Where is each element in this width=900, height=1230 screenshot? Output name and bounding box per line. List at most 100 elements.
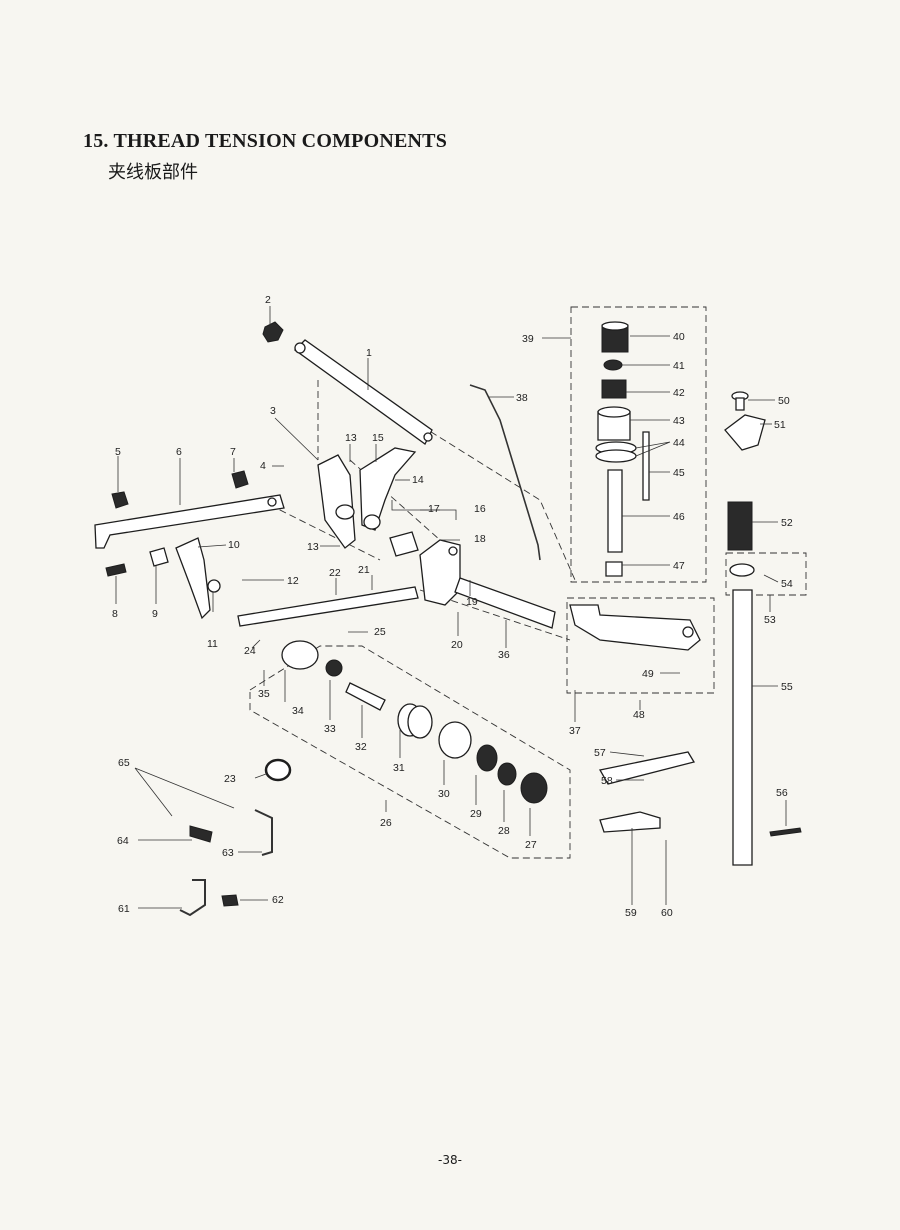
part-47-nut	[605, 561, 623, 577]
part-label: 38	[516, 392, 528, 404]
part-61-wire	[179, 879, 206, 917]
part-1-link	[294, 339, 433, 445]
part-16-block	[389, 531, 419, 557]
part-label: 11	[207, 638, 218, 650]
part-42-spring	[601, 379, 627, 399]
part-label: 65	[118, 757, 130, 769]
part-label: 56	[776, 787, 788, 799]
part-23-ring	[264, 758, 292, 782]
part-label: 35	[258, 688, 270, 700]
part-label: 19	[466, 596, 478, 608]
part-2-nut	[262, 321, 284, 343]
part-51-bracket	[724, 414, 766, 451]
part-label: 31	[393, 762, 405, 774]
part-label: 18	[474, 533, 486, 545]
part-label: 8	[112, 608, 118, 620]
part-6-bar	[94, 494, 285, 549]
part-label: 57	[594, 747, 606, 759]
part-label: 14	[412, 474, 424, 486]
part-label: 3	[270, 405, 276, 417]
part-41-nut	[603, 359, 623, 371]
part-label: 1	[366, 347, 372, 359]
part-label: 48	[633, 709, 645, 721]
part-22-shaft	[237, 586, 419, 627]
part-63-wire	[254, 809, 273, 856]
part-11-washer	[207, 579, 221, 593]
part-label: 53	[764, 614, 776, 626]
part-label: 25	[374, 626, 386, 638]
part-9-collar	[149, 547, 169, 567]
part-label: 16	[474, 503, 486, 515]
part-29-spring	[476, 744, 498, 772]
page-title: 15. THREAD TENSION COMPONENTS	[83, 130, 448, 152]
part-44-discs	[595, 441, 637, 463]
part-label: 43	[673, 415, 685, 427]
part-5-screw	[111, 491, 129, 509]
part-label: 45	[673, 467, 685, 479]
part-label: 37	[569, 725, 581, 737]
part-18-bracket	[419, 539, 461, 606]
part-label: 2	[265, 294, 271, 306]
part-45-pin	[642, 431, 650, 501]
part-58-lever	[598, 751, 696, 785]
part-label: 10	[228, 539, 240, 551]
part-label: 20	[451, 639, 463, 651]
part-7-screw	[231, 470, 249, 489]
part-label: 41	[673, 360, 685, 372]
part-label: 36	[498, 649, 510, 661]
part-36-arm	[454, 577, 556, 629]
part-label: 33	[324, 723, 336, 735]
part-number-labels: 1 2 3 4 5 6 7 8 9 10 11 12 13 13 14 15 1…	[112, 294, 793, 919]
part-label: 52	[781, 517, 793, 529]
part-label: 61	[118, 903, 130, 915]
part-label: 13	[345, 432, 357, 444]
part-59-plate	[599, 811, 661, 833]
part-label: 22	[329, 567, 341, 579]
part-14-lever	[359, 447, 417, 531]
part-label: 60	[661, 907, 673, 919]
part-label: 17	[428, 503, 440, 515]
part-31-discs	[397, 703, 433, 739]
part-label: 50	[778, 395, 790, 407]
part-label: 39	[522, 333, 534, 345]
part-48-arm	[569, 604, 701, 651]
part-label: 44	[673, 437, 685, 449]
part-34-sleeve	[281, 640, 319, 670]
part-label: 64	[117, 835, 129, 847]
part-8-spring	[105, 563, 127, 577]
leader-lines	[115, 306, 787, 909]
part-43-cup	[597, 406, 631, 441]
part-40-cap	[601, 321, 629, 353]
part-27-knob	[520, 772, 548, 804]
part-64-screw	[189, 825, 213, 843]
part-label: 7	[230, 446, 236, 458]
part-label: 27	[525, 839, 537, 851]
part-label: 26	[380, 817, 392, 829]
part-label: 4	[260, 460, 266, 472]
part-label: 28	[498, 825, 510, 837]
part-53-collar	[729, 563, 755, 577]
part-30-cup	[438, 721, 472, 759]
part-label: 23	[224, 773, 236, 785]
part-label: 47	[673, 560, 685, 572]
part-label: 51	[774, 419, 786, 431]
part-label: 13	[307, 541, 319, 553]
part-label: 55	[781, 681, 793, 693]
part-label: 40	[673, 331, 685, 343]
part-10-plate	[175, 537, 211, 620]
part-label: 21	[358, 564, 370, 576]
part-38-wire	[469, 384, 541, 561]
part-label: 29	[470, 808, 482, 820]
part-label: 59	[625, 907, 637, 919]
part-3-bracket	[317, 454, 356, 549]
part-33-spring	[325, 659, 343, 677]
part-label: 12	[287, 575, 299, 587]
part-50-screw	[731, 391, 749, 411]
part-label: 49	[642, 668, 654, 680]
part-label: 34	[292, 705, 304, 717]
part-46-stud	[607, 469, 623, 553]
part-label: 32	[355, 741, 367, 753]
page-number: -38-	[438, 1153, 462, 1167]
part-label: 62	[272, 894, 284, 906]
